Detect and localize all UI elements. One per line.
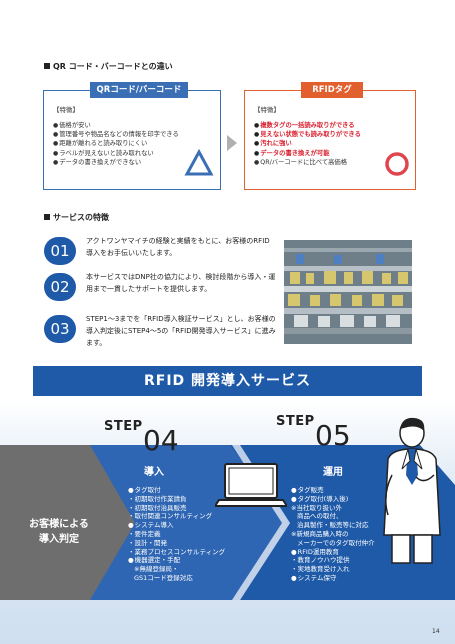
list-item: 機器選定・手配 bbox=[128, 556, 225, 565]
list-item: ※新規商品購入時の bbox=[291, 529, 349, 538]
shelf-illustration bbox=[284, 240, 412, 344]
step5-list: タグ販売 タグ取付(導入後) ※当社取り扱い外 商品への取付、 治具製作・販売等… bbox=[291, 486, 375, 583]
step4-title: 導入 bbox=[144, 467, 164, 478]
list-item: RFID運用教育 bbox=[291, 548, 375, 557]
square-bullet-icon bbox=[44, 63, 50, 69]
list-item: ラベルが見えないと読み取れない bbox=[53, 149, 179, 158]
rfid-comparison-box: RFIDタグ 【特徴】 複数タグの一括読み取りができる 見えない状態でも読み取り… bbox=[244, 82, 416, 190]
list-item: 管理番号や物品名などの情報を印字できる bbox=[53, 130, 179, 139]
features-section-title: サービスの特徴 bbox=[44, 212, 109, 223]
businessman-illustration bbox=[383, 417, 441, 564]
customer-decision-label: お客様による 導入判定 bbox=[29, 519, 89, 545]
rfid-features-list: 複数タグの一括読み取りができる 見えない状態でも読み取りができる 汚れに強い デ… bbox=[254, 121, 361, 167]
comparison-section-title: QR コード・バーコードとの違い bbox=[44, 61, 173, 72]
list-item: ・初期取付治具販売 bbox=[128, 503, 187, 512]
step5-label: STEP bbox=[276, 414, 315, 429]
list-item: ・取付関連コンサルティング bbox=[128, 512, 213, 521]
step5-title: 運用 bbox=[323, 467, 343, 478]
rfid-box-tab: RFIDタグ bbox=[301, 82, 363, 98]
feature-text: アクトワンヤマイチの経験と実績をもとに、お客様のRFID導入をお手伝いいたします… bbox=[86, 237, 270, 257]
step4-number: 04 bbox=[143, 424, 179, 457]
list-item: GS1コード登録対応 bbox=[134, 573, 193, 582]
qr-features-list: 価格が安い 管理番号や物品名などの情報を印字できる 距離が離れると読み取りにくい… bbox=[53, 121, 179, 167]
square-bullet-icon bbox=[44, 214, 50, 220]
feature-item: 01 アクトワンヤマイチの経験と実績をもとに、お客様のRFID導入をお手伝いいた… bbox=[44, 235, 274, 269]
qr-box-tab: QRコード/バーコード bbox=[90, 82, 188, 98]
customer-decision-arrow bbox=[0, 445, 135, 600]
service-banner: RFID 開発導入サービス bbox=[33, 366, 422, 396]
list-item: システム導入 bbox=[128, 521, 225, 530]
list-item: 距離が離れると読み取りにくい bbox=[53, 139, 179, 148]
list-item: 複数タグの一括読み取りができる bbox=[254, 121, 361, 130]
feature-item: 02 本サービスではDNP社の協力により、検討段階から導入・運用まで一貫したサポ… bbox=[44, 271, 276, 305]
arrow-right-icon bbox=[227, 135, 237, 151]
step5-number: 05 bbox=[315, 419, 351, 452]
list-item: データの書き換えが可能 bbox=[254, 149, 361, 158]
list-item: タグ販売 bbox=[291, 486, 375, 495]
feature-text: 本サービスではDNP社の協力により、検討段階から導入・運用まで一貫したサポートを… bbox=[86, 273, 276, 293]
list-item: ・業務プロセスコンサルティング bbox=[128, 547, 226, 556]
list-item: メーカーでのタグ取付仲介 bbox=[297, 538, 375, 547]
list-item: 汚れに強い bbox=[254, 139, 361, 148]
list-item: ・教育ノウハウ提供 bbox=[291, 556, 350, 565]
list-item: タグ取付 bbox=[128, 486, 225, 495]
feature-item: 03 STEP1～3までを「RFID導入検証サービス」とし、お客様の導入判定後に… bbox=[44, 313, 276, 347]
list-item: 見えない状態でも読み取りができる bbox=[254, 130, 361, 139]
circle-icon bbox=[385, 152, 409, 176]
qr-features-heading: 【特徴】 bbox=[53, 106, 79, 114]
list-item: データの書き換えができない bbox=[53, 158, 179, 167]
step4-list: タグ取付 ・初期取付作業請負 ・初期取付治具販売 ・取付関連コンサルティング シ… bbox=[128, 486, 225, 583]
list-item: ・要件定義 bbox=[128, 529, 161, 538]
feature-number-badge: 02 bbox=[44, 273, 76, 301]
list-item: 商品への取付、 bbox=[297, 512, 343, 521]
list-item: ・設計・開発 bbox=[128, 538, 167, 547]
warehouse-photo bbox=[284, 240, 412, 344]
list-item: 価格が安い bbox=[53, 121, 179, 130]
list-item: システム保守 bbox=[291, 574, 375, 583]
list-item: タグ取付(導入後) bbox=[291, 495, 375, 504]
feature-text: STEP1～3までを「RFID導入検証サービス」とし、お客様の導入判定後にSTE… bbox=[86, 315, 276, 347]
list-item: 治具製作・販売等に対応 bbox=[297, 521, 369, 530]
step4-label: STEP bbox=[104, 419, 143, 434]
qr-comparison-box: QRコード/バーコード 【特徴】 価格が安い 管理番号や物品名などの情報を印字で… bbox=[43, 82, 221, 190]
rfid-features-heading: 【特徴】 bbox=[254, 106, 280, 114]
list-item: QR/バーコードに比べて高価格 bbox=[254, 158, 361, 167]
page-number: 14 bbox=[432, 628, 440, 635]
list-item: ※当社取り扱い外 bbox=[291, 503, 342, 512]
triangle-icon bbox=[184, 149, 214, 176]
laptop-icon bbox=[215, 463, 287, 507]
feature-number-badge: 03 bbox=[44, 315, 76, 343]
list-item: ※無線登録局・ bbox=[134, 565, 179, 574]
list-item: ・実地教育受け入れ bbox=[291, 565, 350, 574]
list-item: ・初期取付作業請負 bbox=[128, 494, 187, 503]
feature-number-badge: 01 bbox=[44, 237, 76, 265]
